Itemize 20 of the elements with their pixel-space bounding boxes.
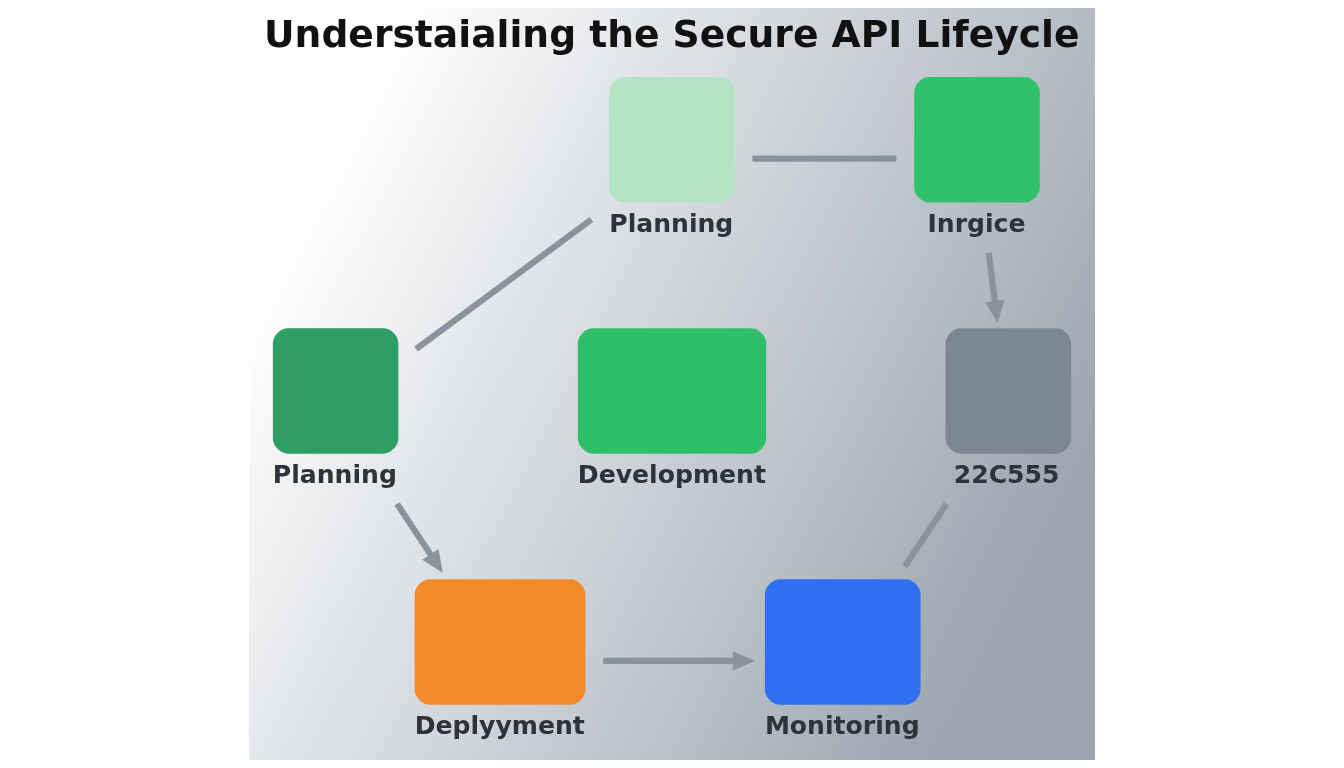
node-label: Monitoring <box>764 710 920 740</box>
node-box <box>764 579 921 705</box>
node-box <box>609 77 735 203</box>
node-label: Planning <box>272 459 397 489</box>
diagram-title: Understaialing the Secure API Lifeycle <box>264 11 1080 56</box>
node-label: 22C555 <box>953 459 1060 489</box>
node-box <box>414 579 586 705</box>
node-label: Planning <box>609 208 734 238</box>
node-box <box>945 328 1072 454</box>
node-label: Development <box>577 459 766 489</box>
node-label: Inrgice <box>927 208 1026 238</box>
arrow <box>985 252 1005 324</box>
connector <box>902 502 950 569</box>
node-box <box>272 328 399 454</box>
connector <box>752 155 897 162</box>
node-label: Deplyyment <box>414 710 585 740</box>
node-box <box>577 328 767 454</box>
connector <box>414 216 594 352</box>
arrow <box>394 502 443 573</box>
node-box <box>914 77 1040 203</box>
